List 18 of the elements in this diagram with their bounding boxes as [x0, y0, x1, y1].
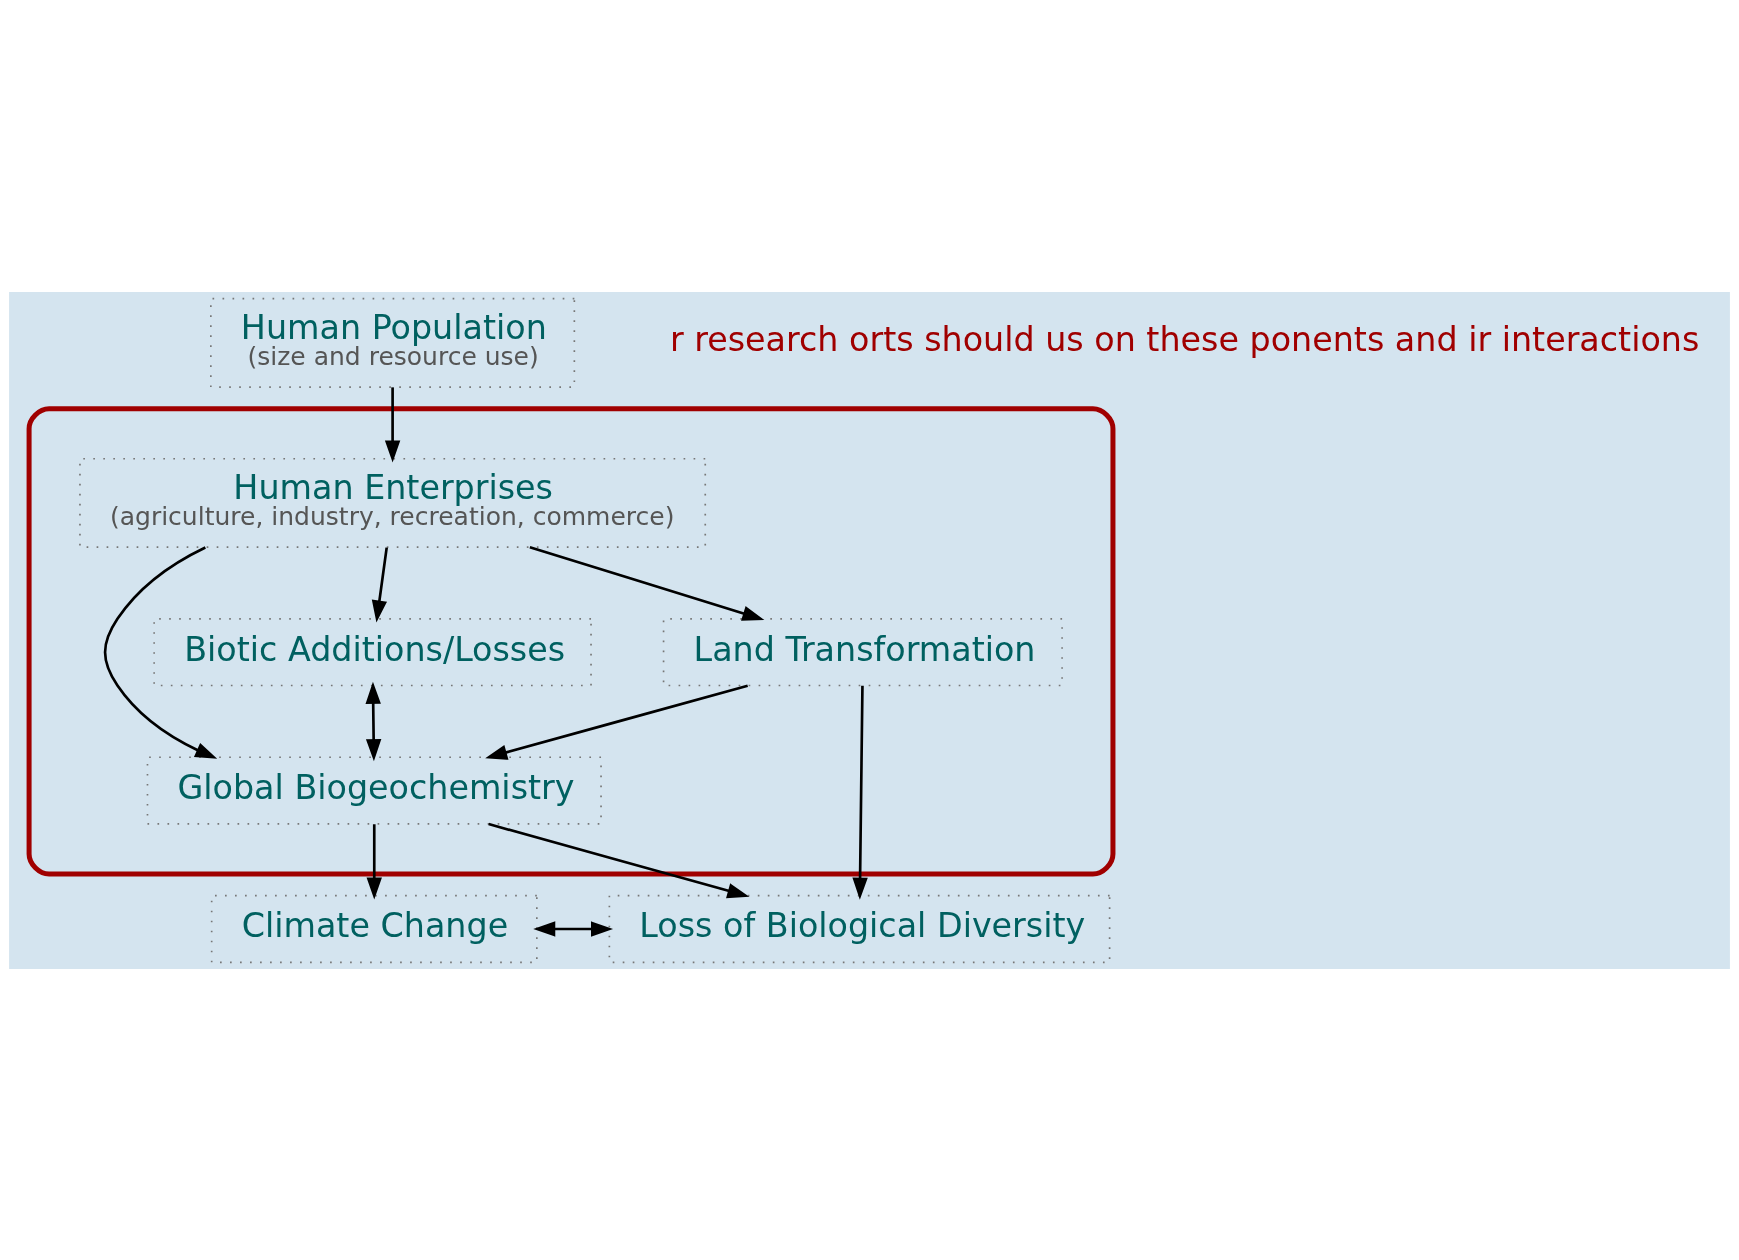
arrow [488, 822, 750, 898]
arrow [366, 823, 382, 900]
node-box: Climate Change [210, 894, 538, 963]
node-box: Human Enterprises (agriculture, industry, recreation, commerce) [79, 457, 707, 548]
arrow [485, 683, 748, 760]
arrow [852, 685, 868, 900]
node-box: Loss of Biological Diversity [608, 894, 1111, 963]
node-box: Land Transformation [662, 617, 1063, 686]
arrow [533, 920, 614, 937]
node-box: Global Biogeochemistry [146, 755, 602, 825]
node-box: Human Population (size and resource use) [210, 297, 576, 388]
label: r research orts should us on these ponents and ir interactions [669, 319, 1700, 359]
arrow [103, 545, 218, 759]
arrow [365, 681, 382, 761]
node-box: Biotic Additions/Losses [153, 617, 592, 686]
arrow [529, 545, 765, 621]
arrow [371, 546, 389, 622]
arrow [384, 386, 401, 463]
